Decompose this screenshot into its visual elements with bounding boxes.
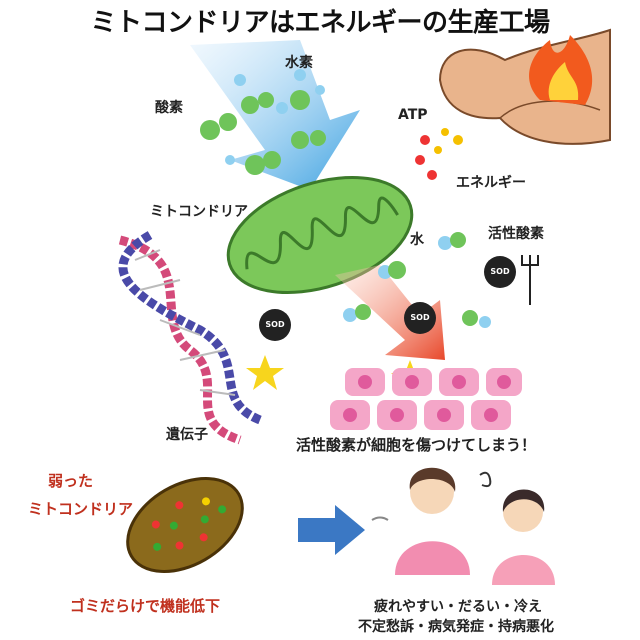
label-active-oxygen: 活性酸素 bbox=[488, 226, 544, 242]
label-energy: エネルギー bbox=[456, 175, 526, 191]
weak-caption: ゴミだらけで機能低下 bbox=[70, 597, 221, 615]
weak-label-line2: ミトコンドリア bbox=[28, 500, 134, 518]
damage-arrow bbox=[335, 265, 445, 360]
symptoms-line1: 疲れやすい・だるい・冷え bbox=[374, 599, 542, 615]
dna-icon bbox=[118, 231, 262, 445]
molecules bbox=[200, 69, 326, 175]
cells bbox=[330, 368, 522, 430]
sod-label: SOD bbox=[490, 267, 510, 276]
inflow-arrow bbox=[190, 40, 360, 190]
label-atp: ATP bbox=[398, 107, 428, 123]
fire-icon bbox=[529, 35, 593, 105]
label-mitochondria: ミトコンドリア bbox=[150, 204, 248, 220]
label-oxygen: 酸素 bbox=[155, 100, 183, 116]
atp-particles bbox=[415, 128, 463, 180]
sod-label: SOD bbox=[265, 320, 285, 329]
weak-label-line1: 弱った bbox=[48, 472, 94, 490]
water-molecules bbox=[343, 232, 491, 328]
mitochondria-icon bbox=[226, 175, 414, 295]
cell-damage-caption: 活性酸素が細胞を傷つけてしまう！ bbox=[296, 436, 537, 454]
weak-mitochondria-icon bbox=[126, 477, 244, 573]
label-water: 水 bbox=[410, 232, 424, 248]
arrow-right-icon bbox=[298, 505, 365, 555]
symptoms-line2: 不定愁訴・病気発症・持病悪化 bbox=[358, 619, 554, 635]
sod-devil-icon bbox=[259, 255, 539, 341]
label-gene: 遺伝子 bbox=[166, 427, 208, 443]
sod-label: SOD bbox=[410, 313, 430, 322]
label-hydrogen: 水素 bbox=[285, 55, 313, 71]
tired-people-icon bbox=[371, 467, 555, 585]
page-title: ミトコンドリアはエネルギーの生産工場 bbox=[90, 8, 550, 38]
